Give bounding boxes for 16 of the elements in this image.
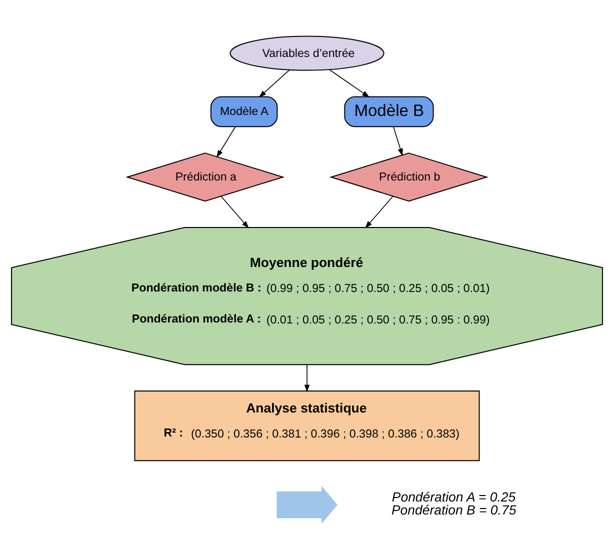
arrow: [216, 126, 236, 158]
arrow: [220, 195, 249, 228]
node-arrow: [276, 485, 338, 524]
node-box: Modèle A: [210, 96, 278, 127]
node-label: Pondération B = 0.75: [391, 502, 516, 518]
node-diamond: Prédiction b: [329, 152, 488, 202]
arrow: [328, 68, 370, 97]
arrow: [258, 69, 290, 98]
arrow: [365, 195, 394, 228]
node-diamond: Prédiction a: [126, 152, 285, 202]
node-ellipse: Variables d’entrée: [230, 35, 384, 70]
arrow: [392, 126, 403, 156]
node-box: Modèle B: [344, 96, 434, 127]
node-box: Analyse statistique R² : (0.350 ; 0.356 ; 0.381 ; 0.396 ; 0.398 ; 0.386 ; 0.383): [134, 390, 480, 461]
arrow: [304, 364, 310, 392]
node-label: Pondération A = 0.25: [392, 488, 516, 504]
